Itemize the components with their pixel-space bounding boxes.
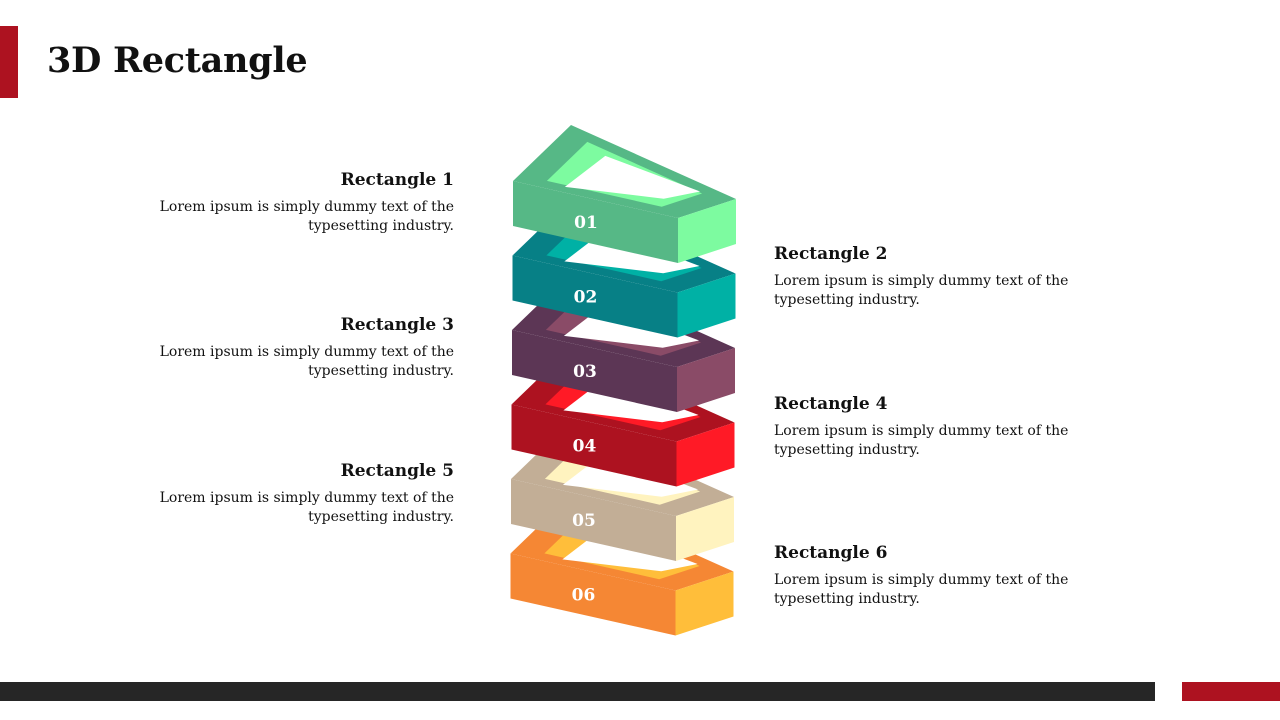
rectangle-6-number: 06 bbox=[572, 586, 596, 606]
rectangle-6-side-face bbox=[675, 571, 734, 636]
rectangle-1-text: Lorem ipsum is simply dummy text of the … bbox=[159, 199, 454, 234]
rectangle-1-front-face bbox=[513, 181, 678, 263]
slide-title: 3D Rectangle bbox=[47, 40, 308, 81]
rectangle-5-front-face bbox=[511, 479, 676, 561]
rectangle-2-heading: Rectangle 2 bbox=[774, 244, 888, 264]
rectangle-2-text: Lorem ipsum is simply dummy text of the … bbox=[774, 273, 1069, 308]
rectangle-5-text: Lorem ipsum is simply dummy text of the … bbox=[159, 490, 454, 525]
rectangle-4-front-face bbox=[511, 404, 677, 487]
rectangle-1-opening bbox=[564, 155, 701, 199]
rectangle-1-block: Rectangle 1 Lorem ipsum is simply dummy … bbox=[134, 170, 454, 236]
rectangle-3-front-face bbox=[512, 330, 677, 412]
rectangle-3-side-face bbox=[677, 348, 735, 412]
rectangle-4-text: Lorem ipsum is simply dummy text of the … bbox=[774, 423, 1069, 458]
rectangle-5-side-face bbox=[676, 497, 734, 561]
rectangle-2-front-face bbox=[512, 255, 678, 338]
rectangle-4-block: Rectangle 4 Lorem ipsum is simply dummy … bbox=[774, 394, 1094, 460]
rectangle-5-number: 05 bbox=[572, 511, 596, 531]
rectangle-2-number: 02 bbox=[574, 288, 598, 308]
rectangle-6-front-face bbox=[510, 553, 676, 636]
rectangle-2-side-face bbox=[677, 273, 736, 338]
rectangle-3-block: Rectangle 3 Lorem ipsum is simply dummy … bbox=[134, 315, 454, 381]
rectangle-6-text: Lorem ipsum is simply dummy text of the … bbox=[774, 572, 1069, 607]
rectangle-1-shape: 01 bbox=[513, 125, 736, 263]
footer-accent-bar bbox=[1182, 682, 1280, 701]
rectangle-1-side-face bbox=[678, 199, 736, 263]
rectangle-3-heading: Rectangle 3 bbox=[340, 315, 454, 335]
rectangle-4-side-face bbox=[676, 422, 735, 487]
rectangle-5-block: Rectangle 5 Lorem ipsum is simply dummy … bbox=[134, 461, 454, 527]
rectangle-2-block: Rectangle 2 Lorem ipsum is simply dummy … bbox=[774, 244, 1094, 310]
footer-bar bbox=[0, 682, 1155, 701]
rectangle-5-heading: Rectangle 5 bbox=[340, 461, 454, 481]
rectangle-4-number: 04 bbox=[573, 437, 597, 457]
rectangle-1-number: 01 bbox=[574, 213, 598, 233]
rectangle-3-number: 03 bbox=[573, 362, 597, 382]
title-accent-bar bbox=[0, 26, 18, 98]
rectangle-3-text: Lorem ipsum is simply dummy text of the … bbox=[159, 344, 454, 379]
rectangle-6-block: Rectangle 6 Lorem ipsum is simply dummy … bbox=[774, 543, 1094, 609]
rectangle-6-heading: Rectangle 6 bbox=[774, 543, 888, 563]
rectangle-1-heading: Rectangle 1 bbox=[340, 170, 454, 190]
rectangle-4-heading: Rectangle 4 bbox=[774, 394, 888, 414]
